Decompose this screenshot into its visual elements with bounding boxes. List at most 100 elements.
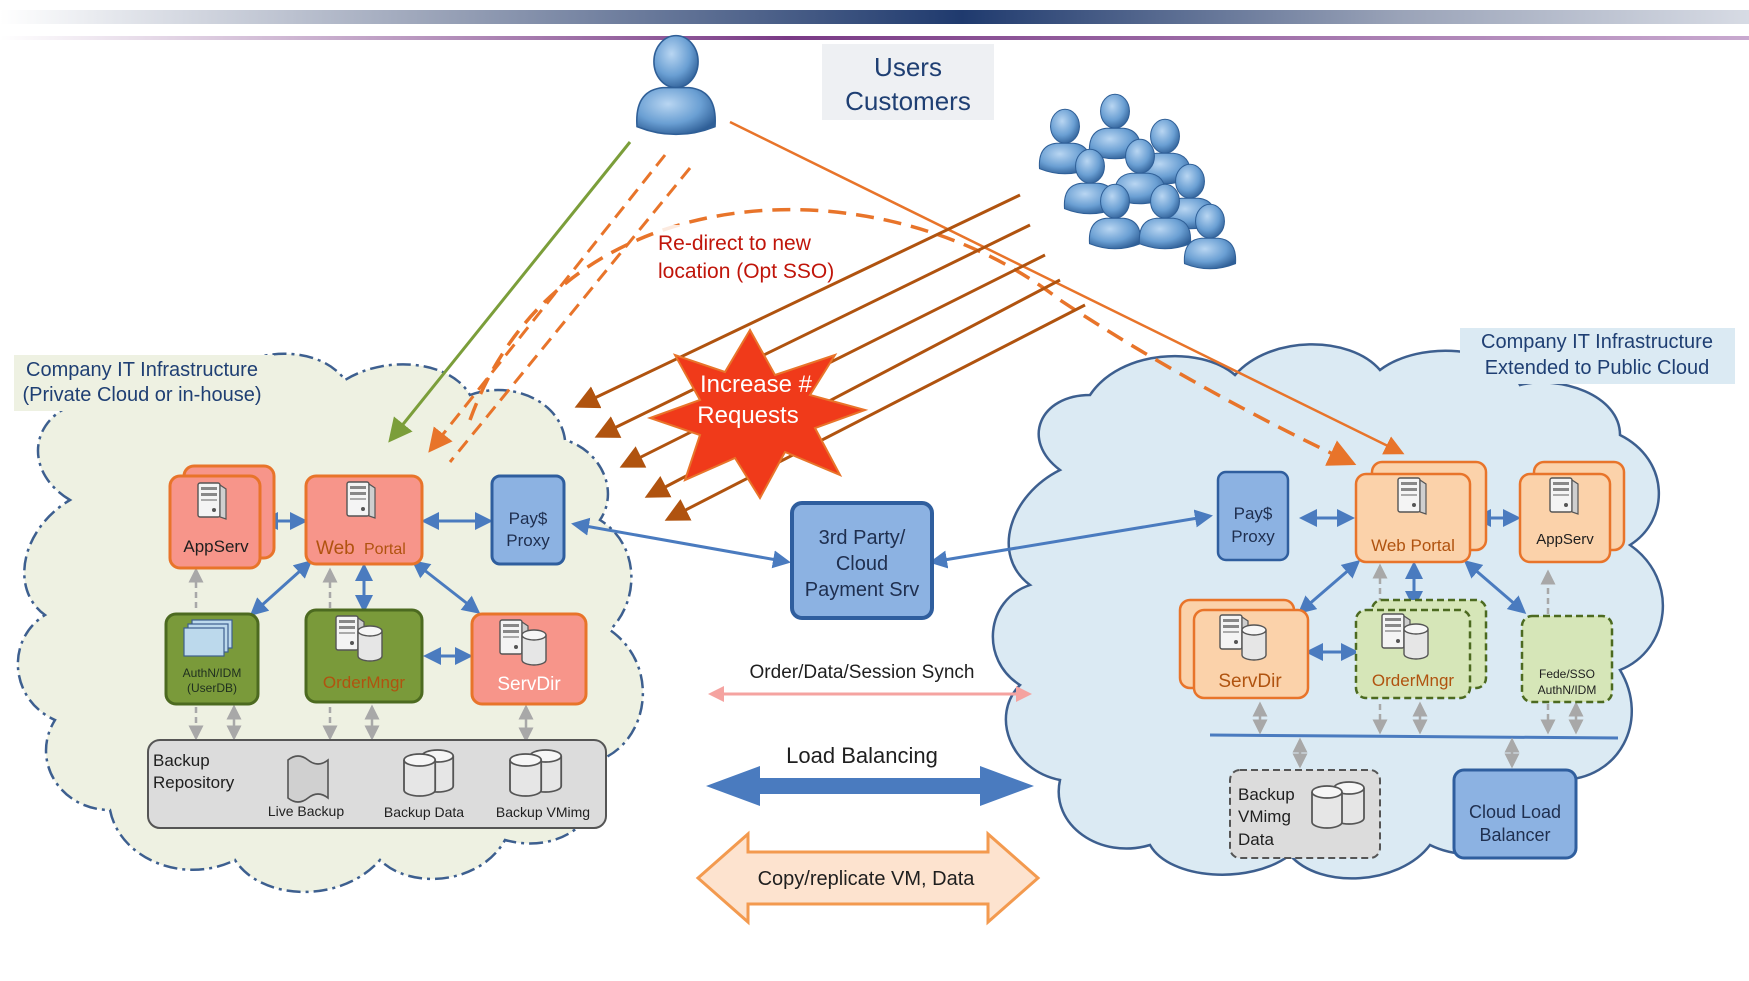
private-pay-label-1: Pay$	[509, 509, 548, 528]
user-dashed-arrow-2	[448, 167, 692, 463]
users-group: Users Customers	[636, 34, 1237, 270]
third-party-label-3: Payment Srv	[805, 579, 919, 601]
header-accent-bar	[0, 36, 1749, 40]
users-label-1: Users	[874, 52, 942, 82]
server-icon	[1549, 477, 1579, 515]
private-web-portal-label-b: Portal	[364, 541, 406, 558]
tape-icon	[287, 755, 329, 803]
public-pay-label-1: Pay$	[1234, 504, 1273, 523]
backup-repo-label-1: Backup	[153, 751, 210, 770]
database-icon	[1241, 624, 1267, 661]
public-servdir[interactable]: ServDir	[1178, 598, 1310, 700]
copy-replicate-label: Copy/replicate VM, Data	[758, 868, 976, 890]
public-pay-proxy[interactable]: Pay$ Proxy	[1216, 470, 1290, 562]
users-label-2: Customers	[845, 86, 971, 116]
private-appserv[interactable]: AppServ	[168, 464, 276, 570]
backup-database-icon	[1311, 781, 1365, 829]
user-to-public-arrow	[729, 120, 1405, 455]
private-components: AppServ Web Portal Pay$ Proxy AuthN/IDM …	[147, 464, 607, 829]
load-balancing-label: Load Balancing	[786, 743, 938, 768]
synch-arrow	[708, 686, 1032, 702]
public-web-portal-label: Web Portal	[1371, 536, 1455, 555]
private-ordermngr-label: OrderMngr	[323, 673, 406, 692]
private-authn-label-2: (UserDB)	[187, 681, 237, 695]
clb-label-2: Balancer	[1479, 825, 1550, 845]
cloud-load-balancer[interactable]: Cloud Load Balancer	[1452, 768, 1578, 860]
private-ordermngr[interactable]: OrderMngr	[304, 608, 424, 704]
public-backup-label-2: VMimg	[1238, 807, 1291, 826]
synch-label: Order/Data/Session Synch	[750, 662, 975, 683]
backup-repo-label-2: Repository	[153, 773, 235, 792]
private-cloud-title-1: Company IT Infrastructure	[26, 359, 258, 381]
third-party-payment: 3rd Party/ Cloud Payment Srv	[571, 501, 1213, 620]
private-servdir-label: ServDir	[497, 674, 561, 695]
third-party-label-1: 3rd Party/	[819, 527, 906, 549]
private-pay-label-2: Proxy	[506, 531, 550, 550]
private-pay-proxy[interactable]: Pay$ Proxy	[490, 474, 566, 566]
redirect-label-bg	[655, 225, 865, 285]
header-bar	[0, 10, 1749, 24]
public-connectors	[1209, 509, 1619, 769]
private-web-portal-label-a: Web	[316, 538, 355, 559]
public-backup-vmimg: Backup VMimg Data	[1229, 769, 1381, 859]
public-fede-sso[interactable]: Fede/SSO AuthN/IDM	[1520, 614, 1614, 704]
private-servdir[interactable]: ServDir	[470, 612, 588, 706]
redirect-label-2: location (Opt SSO)	[658, 260, 834, 283]
public-web-portal[interactable]: Web Portal	[1354, 460, 1488, 564]
backup-data-label: Backup Data	[384, 804, 464, 820]
server-icon	[1397, 477, 1427, 515]
private-authn-label-1: AuthN/IDM	[183, 666, 242, 680]
database-icon	[357, 625, 383, 662]
public-ordermngr[interactable]: OrderMngr	[1354, 598, 1488, 700]
public-cloud-title-2: Extended to Public Cloud	[1485, 357, 1710, 379]
private-authn-idm[interactable]: AuthN/IDM (UserDB)	[164, 612, 260, 706]
public-fede-label-2: AuthN/IDM	[1538, 683, 1597, 697]
private-cloud-title-bg	[14, 355, 274, 411]
clb-label-1: Cloud Load	[1469, 802, 1561, 822]
backup-vmimg-label: Backup VMimg	[496, 804, 590, 820]
third-party-label-2: Cloud	[836, 553, 888, 575]
payment-connector-left	[571, 517, 791, 569]
public-pay-label-2: Proxy	[1231, 527, 1275, 546]
public-components: Pay$ Proxy Web Portal AppServ ServDir	[1178, 460, 1626, 860]
burst-label-2: Requests	[697, 402, 798, 429]
user-dashed-arrow-1	[428, 154, 667, 453]
single-user-icon	[636, 34, 716, 136]
users-label-bg	[822, 44, 994, 120]
copy-replicate-arrow	[695, 830, 1041, 926]
burst-label-1: Increase #	[700, 371, 813, 398]
database-icon	[521, 629, 547, 666]
public-cloud-title-1: Company IT Infrastructure	[1481, 331, 1713, 353]
user-to-private-arrow	[388, 141, 632, 443]
public-bus-line	[1209, 733, 1619, 740]
database-icon	[1403, 623, 1429, 660]
public-fede-label-1: Fede/SSO	[1539, 667, 1595, 681]
public-appserv[interactable]: AppServ	[1518, 460, 1626, 564]
redirect-label-1: Re-direct to new	[658, 232, 812, 255]
public-ordermngr-label: OrderMngr	[1372, 671, 1455, 690]
public-cloud-title-bg	[1460, 328, 1735, 384]
customer-crowd-icon	[1038, 93, 1237, 270]
third-party-payment-box[interactable]: 3rd Party/ Cloud Payment Srv	[790, 501, 934, 620]
payment-connector-right	[929, 509, 1213, 569]
public-servdir-label: ServDir	[1218, 671, 1282, 692]
public-appserv-label: AppServ	[1536, 531, 1594, 548]
private-connectors	[188, 512, 534, 743]
increase-requests-burst: Increase # Requests	[646, 327, 869, 500]
burst-shape	[646, 327, 869, 500]
document-stack-icon	[183, 619, 233, 657]
public-backup-label-3: Data	[1238, 830, 1274, 849]
private-appserv-label: AppServ	[183, 537, 249, 556]
private-web-portal[interactable]: Web Portal	[304, 474, 424, 566]
load-balancing-arrow	[706, 766, 1034, 806]
server-icon	[197, 482, 227, 520]
legend: Order/Data/Session Synch Load Balancing …	[695, 662, 1041, 926]
live-backup-label: Live Backup	[268, 803, 344, 819]
backup-data-icon	[403, 749, 455, 797]
public-backup-label-1: Backup	[1238, 785, 1295, 804]
backup-vmimg-icon	[509, 749, 563, 797]
private-backup-repository: Backup Repository Live Backup Backup Dat…	[147, 739, 607, 829]
private-cloud-title-2: (Private Cloud or in-house)	[23, 384, 262, 406]
